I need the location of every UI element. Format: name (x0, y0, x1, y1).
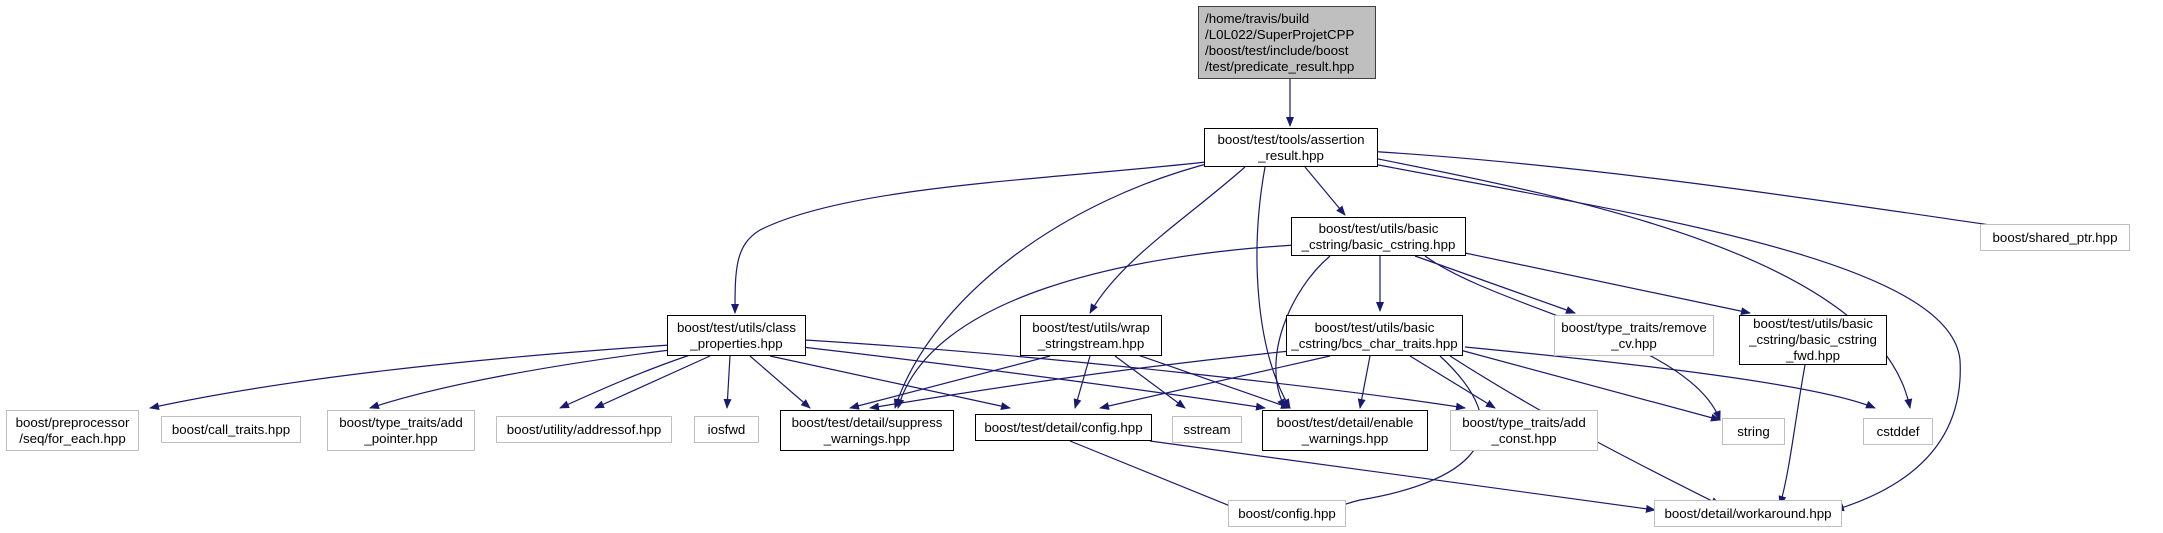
node-line: boost/detail/workaround.hpp (1664, 505, 1832, 521)
node-line: boost/type_traits/remove (1561, 319, 1707, 335)
node-cstddef[interactable]: cstddef (1863, 418, 1933, 445)
node-line: boost/test/tools/assertion (1217, 131, 1365, 147)
node-line: string (1737, 423, 1770, 439)
node-iosfwd[interactable]: iosfwd (694, 416, 759, 443)
node-line: _warnings.hpp (823, 430, 911, 446)
node-call-traits[interactable]: boost/call_traits.hpp (161, 416, 301, 443)
edge-class-props-call-traits (369, 349, 671, 409)
node-line: /test/predicate_result.hpp (1205, 58, 1355, 74)
node-line: _properties.hpp (690, 335, 783, 351)
node-line: boost/utility/addressof.hpp (506, 421, 662, 437)
node-line: /home/travis/build (1205, 10, 1310, 26)
node-add-pointer[interactable]: boost/type_traits/add _pointer.hpp (327, 410, 475, 451)
edge-class-props-enable (801, 346, 1266, 411)
edge-bcs-char-suppress (869, 349, 1301, 411)
node-line: /boost/test/include/boost (1205, 42, 1349, 58)
node-line: _result.hpp (1258, 147, 1324, 163)
node-assertion-result[interactable]: boost/test/tools/assertion _result.hpp (1204, 128, 1378, 167)
node-line: /seq/for_each.hpp (19, 430, 126, 446)
node-line: _cv.hpp (1611, 335, 1657, 351)
node-line: _pointer.hpp (364, 430, 438, 446)
edge-basic-cstring-suppress (896, 244, 1296, 409)
node-string[interactable]: string (1722, 418, 1785, 445)
edge-tconfig-workaround (1149, 440, 1656, 513)
edge-assertion-workaround (1367, 162, 1961, 512)
edge-wrap-ss-sstream (1114, 355, 1186, 409)
node-line: _stringstream.hpp (1037, 335, 1145, 351)
node-line: _fwd.hpp (1786, 348, 1840, 363)
node-line: boost/test/detail/config.hpp (984, 419, 1143, 435)
node-line: boost/config.hpp (1238, 505, 1336, 521)
node-line: boost/test/utils/wrap (1032, 319, 1150, 335)
node-class-properties[interactable]: boost/test/utils/class _properties.hpp (667, 315, 806, 356)
edge-assertion-shared-ptr (1364, 150, 2026, 233)
node-line: boost/type_traits/add (1462, 414, 1586, 430)
node-line: boost/test/utils/basic (1318, 220, 1439, 236)
edge-basic-cstring-remove-cv (1414, 255, 1576, 314)
edge-bcs-char-tconfig (1099, 355, 1331, 410)
node-line: boost/test/utils/basic (1314, 319, 1435, 335)
node-predicate-result[interactable]: /home/travis/build /L0L022/SuperProjetCP… (1198, 6, 1376, 79)
node-line: sstream (1183, 421, 1231, 437)
edge-bcs-fwd-workaround (1778, 364, 1806, 506)
node-bcs-fwd[interactable]: boost/test/utils/basic _cstring/basic_cs… (1739, 315, 1887, 365)
node-line: boost/shared_ptr.hpp (1992, 229, 2118, 245)
node-boost-config[interactable]: boost/config.hpp (1228, 500, 1346, 527)
edge-class-props-iosfwd (723, 355, 732, 409)
edge-assertion-suppress (893, 160, 1219, 409)
edge-tconfig-bconfig (1069, 440, 1241, 511)
node-enable-warnings[interactable]: boost/test/detail/enable _warnings.hpp (1262, 410, 1428, 451)
edge-class-props-add-pointer (559, 354, 691, 409)
edge-class-props-pp-foreach (149, 344, 671, 411)
edge-wrap-ss-tconfig (1073, 355, 1091, 409)
edge-wrap-ss-suppress (849, 355, 1051, 410)
node-basic-cstring[interactable]: boost/test/utils/basic _cstring/basic_cs… (1291, 217, 1466, 256)
node-wrap-stringstream[interactable]: boost/test/utils/wrap _stringstream.hpp (1020, 315, 1162, 356)
node-pp-for-each[interactable]: boost/preprocessor /seq/for_each.hpp (6, 410, 139, 451)
edge-basic-cstring-bcs-fwd (1464, 252, 1751, 316)
node-bcs-char-traits[interactable]: boost/test/utils/basic _cstring/bcs_char… (1286, 315, 1463, 356)
edge-bcs-char-string (1459, 349, 1721, 422)
node-line: _const.hpp (1491, 430, 1557, 446)
node-addressof[interactable]: boost/utility/addressof.hpp (496, 416, 672, 443)
node-line: cstddef (1876, 423, 1920, 439)
edge-class-props-add-const (804, 339, 1466, 411)
edge-assertion-class-props (731, 160, 1216, 314)
node-line: boost/type_traits/add (339, 414, 463, 430)
node-line: iosfwd (707, 421, 746, 437)
edge-bcs-char-cstddef (1464, 346, 1876, 409)
edge-class-props-tconfig (769, 355, 1011, 411)
node-line: boost/test/detail/enable (1276, 414, 1414, 430)
node-line: boost/test/detail/suppress (791, 414, 943, 430)
node-sstream[interactable]: sstream (1172, 416, 1242, 443)
node-line: /L0L022/SuperProjetCPP (1205, 26, 1355, 42)
edge-bcs-char-add-const (1409, 355, 1496, 409)
edge-bcs-char-enable (1357, 355, 1371, 409)
node-line: _cstring/basic_cstring (1749, 332, 1877, 347)
node-test-config[interactable]: boost/test/detail/config.hpp (975, 414, 1152, 441)
edge-class-props-suppress (749, 355, 811, 409)
node-remove-cv[interactable]: boost/type_traits/remove _cv.hpp (1554, 315, 1714, 356)
node-line: boost/test/utils/class (677, 319, 796, 335)
edge-wrap-ss-enable (1134, 353, 1291, 409)
edge-assertion-wrap-ss (1089, 166, 1246, 314)
node-workaround[interactable]: boost/detail/workaround.hpp (1654, 500, 1842, 527)
node-line: _cstring/basic_cstring.hpp (1301, 236, 1456, 252)
edge-assertion-basic-cstring (1304, 166, 1346, 216)
node-line: boost/call_traits.hpp (171, 421, 291, 437)
node-add-const[interactable]: boost/type_traits/add _const.hpp (1450, 410, 1598, 451)
node-line: boost/preprocessor (15, 414, 130, 430)
node-shared-ptr[interactable]: boost/shared_ptr.hpp (1980, 224, 2130, 251)
edge-assertion-enable (1256, 166, 1291, 409)
node-line: _warnings.hpp (1301, 430, 1389, 446)
edge-assertion-cstddef (1367, 156, 1913, 409)
node-line: _cstring/bcs_char_traits.hpp (1291, 335, 1458, 351)
edge-basic-cstring-enable (1275, 255, 1331, 409)
node-suppress-warnings[interactable]: boost/test/detail/suppress _warnings.hpp (780, 410, 954, 451)
edge-class-props-addressof (594, 355, 711, 409)
node-line: boost/test/utils/basic (1753, 316, 1873, 331)
